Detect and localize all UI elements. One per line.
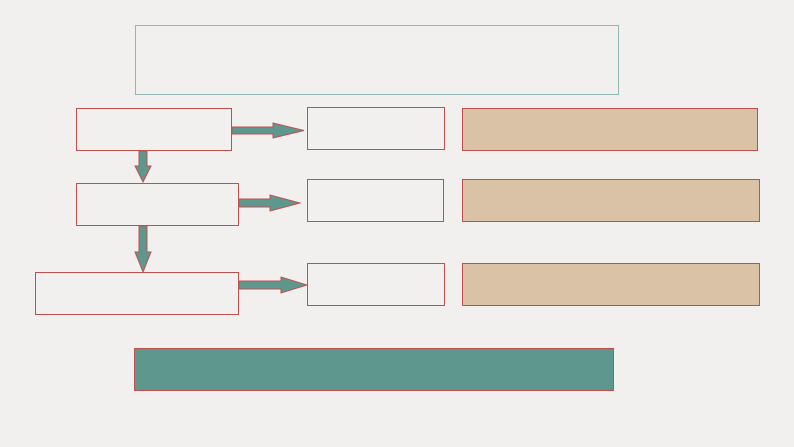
- right-box-3: [462, 263, 760, 306]
- right-arrow-1: [231, 122, 305, 139]
- middle-box-1: [307, 107, 445, 150]
- summary-box: [134, 348, 614, 391]
- right-box-2: [462, 179, 760, 222]
- right-arrow-3: [238, 276, 309, 294]
- down-arrow-1: [134, 150, 152, 184]
- down-arrow-2: [134, 225, 152, 274]
- middle-box-3: [307, 263, 445, 306]
- middle-box-2: [307, 179, 444, 222]
- step-box-1: [76, 108, 232, 151]
- step-box-3: [35, 272, 239, 315]
- step-box-2: [76, 183, 239, 226]
- title-box: [135, 25, 619, 95]
- right-arrow-2: [238, 194, 302, 212]
- right-box-1: [462, 108, 758, 151]
